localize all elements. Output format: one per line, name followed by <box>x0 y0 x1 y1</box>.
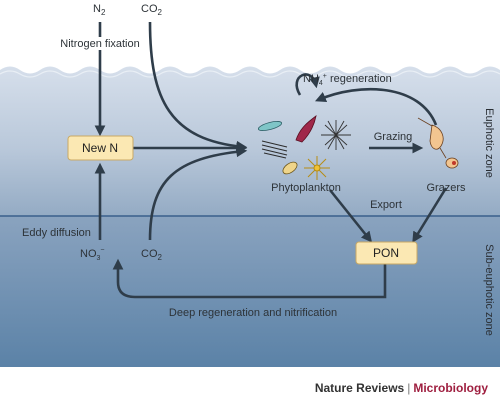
grazers-label: Grazers <box>426 182 466 194</box>
new-n-label: New N <box>82 141 118 155</box>
arrow-grazer-export <box>412 187 448 243</box>
green-diatom-icon <box>257 121 283 131</box>
eddy-diffusion-label: Eddy diffusion <box>22 227 91 239</box>
phytoplankton-label: Phytoplankton <box>271 182 341 194</box>
journal-credit: Nature Reviews|Microbiology <box>315 381 488 395</box>
euphotic-zone-label: Euphotic zone <box>483 108 495 178</box>
deep-regeneration-label: Deep regeneration and nitrification <box>169 307 337 319</box>
journal-name: Microbiology <box>413 381 488 395</box>
arrow-phytoplankton-self-loop <box>295 73 320 96</box>
credit-separator: | <box>407 381 411 395</box>
nitrogen-fixation-label: Nitrogen fixation <box>60 38 140 50</box>
yellow-star-diatom-icon <box>304 156 330 180</box>
arrow-phytoplankton-export <box>328 189 373 243</box>
co2-top-label: CO2 <box>141 3 163 17</box>
red-phytoplankton-icon <box>295 115 317 143</box>
pon-box: PON <box>355 241 418 265</box>
pon-box-background <box>355 241 418 265</box>
water-column <box>0 66 500 367</box>
arrow-deep-regeneration <box>112 258 387 299</box>
no3-label: NO3− <box>80 247 105 262</box>
dark-diatom-cluster-icon <box>261 140 288 159</box>
spiny-radiolarian-icon <box>321 120 351 150</box>
new-n-box: New N <box>67 135 134 161</box>
nh4-regeneration-label: NH4+ regeneration <box>303 73 392 87</box>
coccolithophore-icon <box>282 161 298 175</box>
sub-euphotic-zone-label: Sub-euphotic zone <box>483 244 495 336</box>
copepod-icon <box>417 117 447 159</box>
flow-arrows <box>94 21 448 299</box>
arrow-co2-uptake <box>148 21 248 152</box>
arrow-co2-upwelling <box>148 146 248 241</box>
nitrogen-fixation-label-background <box>56 37 146 50</box>
grazers-illustration <box>417 117 459 169</box>
ciliate-icon <box>445 157 459 169</box>
pon-label: PON <box>373 246 399 260</box>
grazing-label: Grazing <box>374 131 413 143</box>
export-label: Export <box>370 199 402 211</box>
euphotic-layer <box>0 66 500 216</box>
publisher-name: Nature Reviews <box>314 381 405 395</box>
co2-bottom-label: CO2 <box>141 248 163 262</box>
arrow-grazer-regeneration <box>314 87 438 126</box>
new-n-box-background <box>67 135 134 161</box>
phytoplankton-illustration <box>257 115 351 180</box>
surface-wave-highlight <box>0 70 500 78</box>
n2-label: N2 <box>93 3 106 17</box>
